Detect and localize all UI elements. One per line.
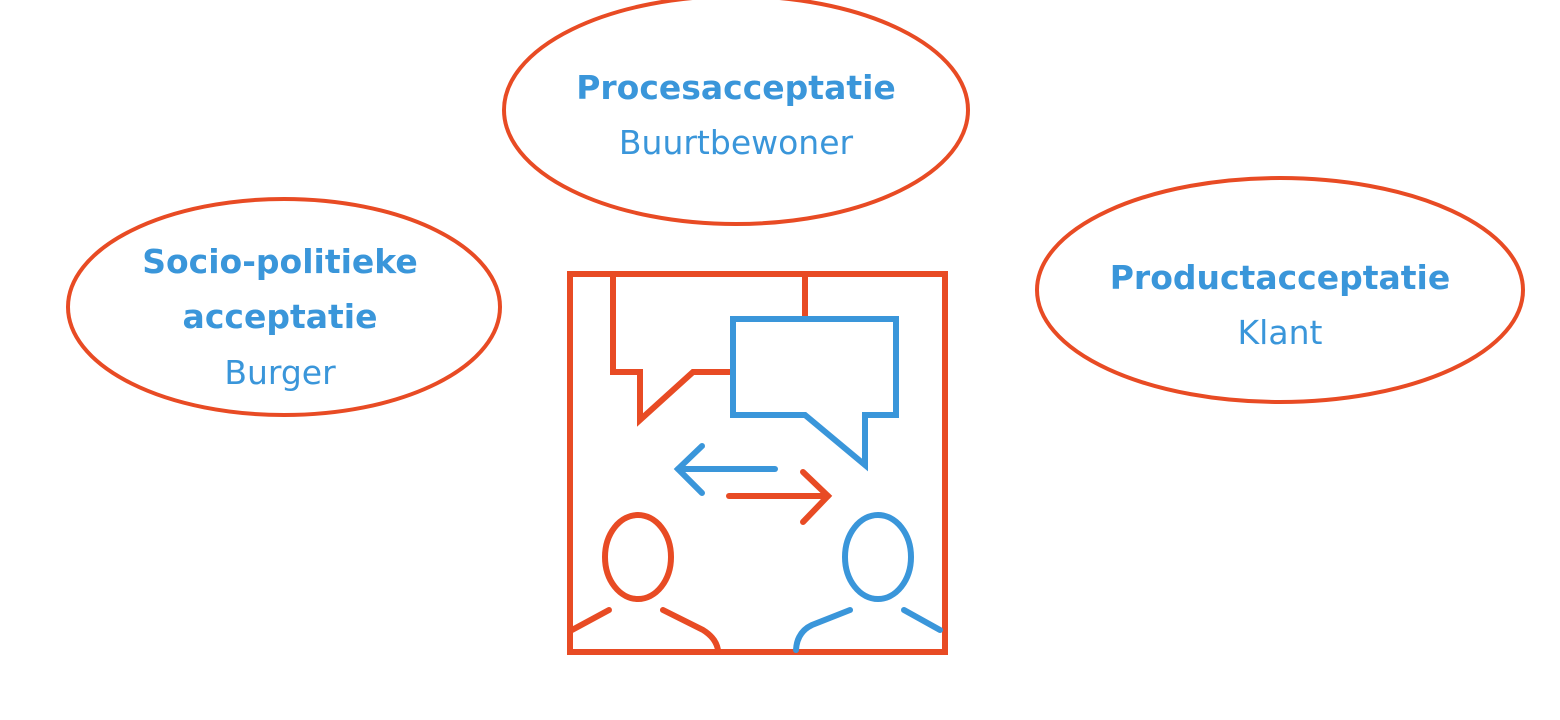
ellipse-procesacceptatie — [502, 0, 970, 226]
person-red-icon — [569, 512, 721, 653]
speech-bubble-red-icon — [610, 271, 736, 427]
speech-bubble-blue-icon — [730, 316, 899, 472]
arrow-right-icon — [726, 469, 833, 525]
node-productacceptatie: Productacceptatie Klant — [1035, 176, 1525, 404]
node-socio-politieke-acceptatie: Socio-politieke acceptatie Burger — [66, 197, 502, 417]
node-procesacceptatie: Procesacceptatie Buurtbewoner — [502, 0, 970, 226]
person-blue-icon — [793, 512, 943, 653]
ellipse-socio-politieke — [66, 197, 502, 417]
node-subtitle: Klant — [1238, 313, 1323, 352]
arrow-left-icon — [673, 443, 778, 496]
node-subtitle: Buurtbewoner — [619, 123, 854, 162]
node-title-line2: acceptatie — [183, 297, 378, 336]
node-subtitle: Burger — [224, 353, 336, 392]
dialogue-between-two-people-icon — [567, 271, 948, 655]
node-title: Productacceptatie — [1110, 258, 1451, 297]
icon-frame — [567, 271, 948, 655]
ellipse-productacceptatie — [1035, 176, 1525, 404]
node-title-line1: Socio-politieke — [142, 242, 418, 281]
node-title: Procesacceptatie — [576, 68, 896, 107]
